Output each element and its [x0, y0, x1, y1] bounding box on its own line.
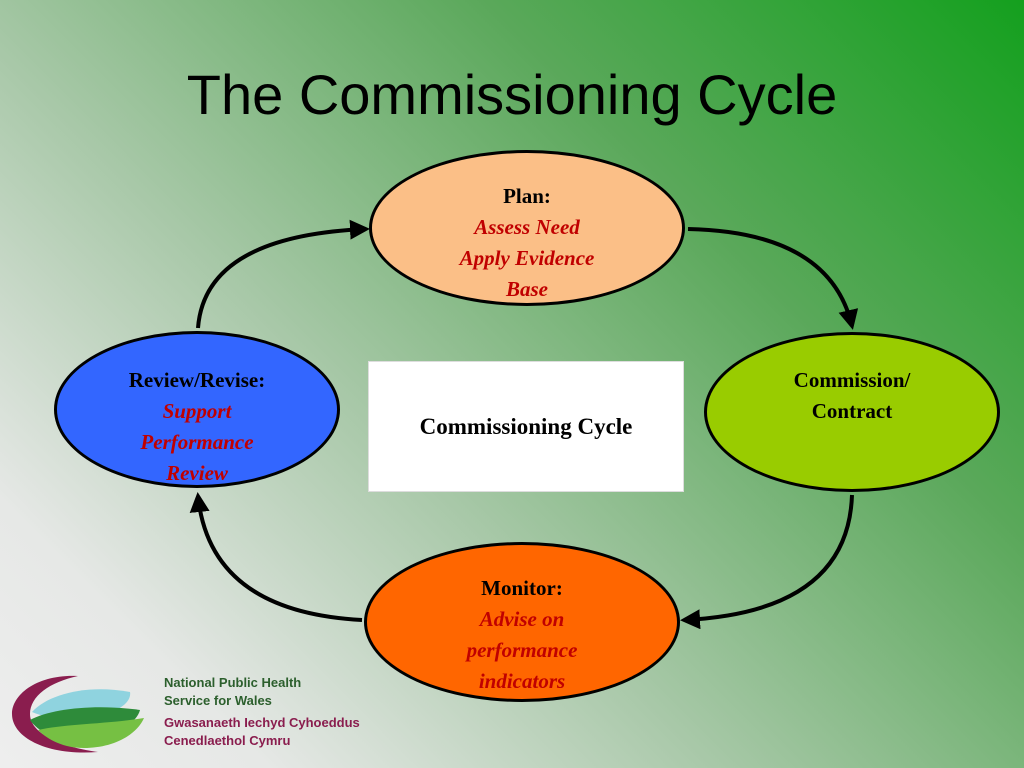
org-name-english-line2: Service for Wales	[164, 693, 272, 708]
review-node: Review/Revise: Support Performance Revie…	[54, 331, 340, 488]
monitor-node: Monitor: Advise on performance indicator…	[364, 542, 680, 702]
commission-node: Commission/ Contract	[704, 332, 1000, 492]
arrow-monitor-to-review	[189, 492, 363, 622]
commission-heading: Commission/ Contract	[793, 368, 911, 423]
arrow-commission-to-monitor	[680, 494, 854, 630]
nphs-logo-icon	[12, 675, 144, 753]
slide-title: The Commissioning Cycle	[186, 63, 838, 126]
review-heading: Review/Revise:	[128, 368, 266, 392]
plan-node: Plan: Assess Need Apply Evidence Base	[369, 150, 685, 306]
arrow-plan-to-commission	[687, 227, 859, 330]
monitor-heading: Monitor:	[481, 576, 563, 600]
org-name-welsh-line1: Gwasanaeth Iechyd Cyhoeddus	[164, 715, 360, 730]
organization-name: National Public Health Service for Wales…	[164, 674, 360, 750]
plan-subtext: Assess Need Apply Evidence Base	[459, 215, 595, 301]
org-name-welsh-line2: Cenedlaethol Cymru	[164, 733, 291, 748]
review-subtext: Support Performance Review	[140, 399, 254, 485]
monitor-subtext: Advise on performance indicators	[466, 607, 578, 693]
org-name-english-line1: National Public Health	[164, 675, 302, 690]
plan-heading: Plan:	[503, 184, 551, 208]
arrow-review-to-plan	[196, 219, 370, 329]
center-label-box: Commissioning Cycle	[368, 361, 684, 492]
center-label: Commissioning Cycle	[419, 413, 633, 439]
